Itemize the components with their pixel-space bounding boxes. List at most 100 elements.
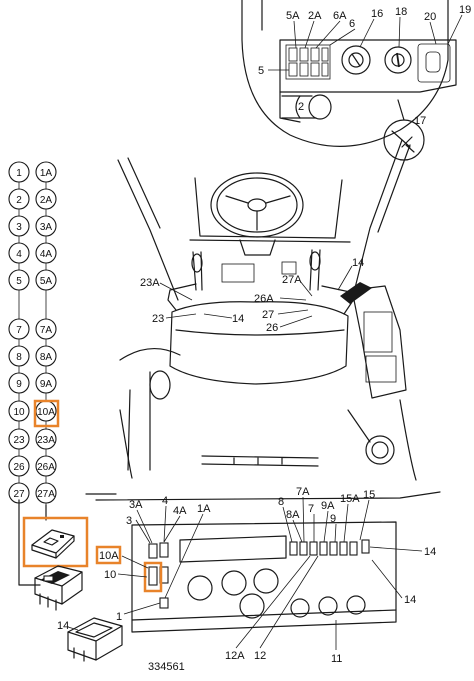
label-26: 26	[266, 322, 278, 334]
rocker-switch-drawing	[34, 565, 83, 611]
label-3A: 3A	[129, 499, 143, 511]
variant-circle-1A	[35, 161, 57, 183]
label-26A: 26A	[254, 293, 274, 305]
label-8A: 8A	[286, 509, 300, 521]
label-23: 23	[152, 313, 164, 325]
label-10A-panel: 10A	[99, 550, 119, 562]
variant-label-27A: 27A	[37, 489, 55, 500]
label-14-cab-left: 14	[232, 313, 244, 325]
label-8: 8	[278, 496, 284, 508]
label-4: 4	[162, 495, 168, 507]
number-label-3: 3	[16, 222, 22, 233]
label-27: 27	[262, 309, 274, 321]
number-label-23: 23	[13, 435, 25, 446]
number-label-5: 5	[16, 276, 22, 287]
variant-circle-26A	[35, 455, 57, 477]
variant-circle-9A	[35, 372, 57, 394]
label-18: 18	[395, 6, 407, 18]
highlight-10A-label	[95, 545, 122, 565]
highlight-switch-cover	[22, 516, 89, 568]
variant-circle-27A	[35, 482, 57, 504]
label-4A: 4A	[173, 505, 187, 517]
variant-circle-7A	[35, 318, 57, 340]
label-1-panel: 1	[116, 611, 122, 623]
number-circle-3	[8, 215, 30, 237]
variant-label-1A: 1A	[40, 168, 53, 179]
variant-circle-23A	[35, 428, 57, 450]
switch-cover-drawing	[31, 529, 75, 559]
label-10-panel: 10	[104, 569, 116, 581]
number-label-26: 26	[13, 462, 25, 473]
label-27A: 27A	[282, 274, 302, 286]
dashboard-panel: 3A 4 1A 3 4A 10A 10 1 8 7A 8A 7 9A 15A 1…	[85, 486, 441, 665]
variant-label-4A: 4A	[40, 249, 53, 260]
label-15A: 15A	[340, 493, 360, 505]
number-label-2: 2	[16, 195, 22, 206]
label-9A: 9A	[321, 500, 335, 512]
number-circle-7	[8, 318, 30, 340]
variant-circle-4A	[35, 242, 57, 264]
label-9: 9	[330, 513, 336, 525]
label-14-switch: 14	[57, 620, 69, 632]
variant-circle-2A	[35, 188, 57, 210]
variant-label-10A: 10A	[37, 407, 55, 418]
number-label-8: 8	[16, 352, 22, 363]
label-2-inset: 2	[298, 101, 304, 113]
number-circle-8	[8, 345, 30, 367]
leader-27-switch	[18, 499, 41, 586]
label-6A-inset: 6A	[333, 10, 347, 22]
label-7: 7	[308, 503, 314, 515]
variant-label-23A: 23A	[37, 435, 55, 446]
variant-label-2A: 2A	[40, 195, 53, 206]
number-label-9: 9	[16, 379, 22, 390]
cab-overview: 23A 23 14 14 27A 26A 27 26	[117, 139, 417, 481]
variant-label-8A: 8A	[40, 352, 53, 363]
variant-label-26A: 26A	[37, 462, 55, 473]
number-circle-2	[8, 188, 30, 210]
label-14-panel-right: 14	[424, 546, 436, 558]
label-2A-inset: 2A	[308, 10, 322, 22]
number-circle-1	[8, 161, 30, 183]
number-label-4: 4	[16, 249, 22, 260]
switch-14-drawing: 14	[57, 617, 123, 662]
label-20: 20	[424, 11, 436, 23]
number-label-1: 1	[16, 168, 22, 179]
number-circle-26	[8, 455, 30, 477]
label-12A: 12A	[225, 650, 245, 662]
variant-circle-3A	[35, 215, 57, 237]
label-15: 15	[363, 489, 375, 501]
label-14-panel-lower: 14	[404, 594, 416, 606]
number-label-10: 10	[13, 407, 25, 418]
label-3: 3	[126, 515, 132, 527]
label-23A: 23A	[140, 277, 160, 289]
variant-label-3A: 3A	[40, 222, 53, 233]
number-circle-9	[8, 372, 30, 394]
label-12: 12	[254, 650, 266, 662]
number-circle-10	[8, 400, 30, 422]
top-inset-detail: 5A 2A 6A 16 18 20 19 6 5 2 17	[241, 0, 471, 161]
label-7A: 7A	[296, 486, 310, 498]
number-circle-4	[8, 242, 30, 264]
label-19: 19	[459, 4, 471, 16]
label-16: 16	[371, 8, 383, 20]
label-17: 17	[414, 115, 426, 127]
label-5A-inset: 5A	[286, 10, 300, 22]
variant-circle-5A	[35, 269, 57, 291]
figure-number: 334561	[148, 661, 185, 673]
label-5-inset: 5	[258, 65, 264, 77]
number-label-27: 27	[13, 489, 25, 500]
label-14-cab-right: 14	[352, 257, 364, 269]
variant-label-7A: 7A	[40, 325, 53, 336]
number-label-7: 7	[16, 325, 22, 336]
number-circle-5	[8, 269, 30, 291]
variant-circle-8A	[35, 345, 57, 367]
highlight-10A-column	[33, 399, 60, 428]
variant-label-9A: 9A	[40, 379, 53, 390]
label-11: 11	[331, 653, 342, 665]
number-circle-23	[8, 428, 30, 450]
label-1A: 1A	[197, 503, 211, 515]
variant-label-5A: 5A	[40, 276, 53, 287]
label-6-inset: 6	[349, 18, 355, 30]
